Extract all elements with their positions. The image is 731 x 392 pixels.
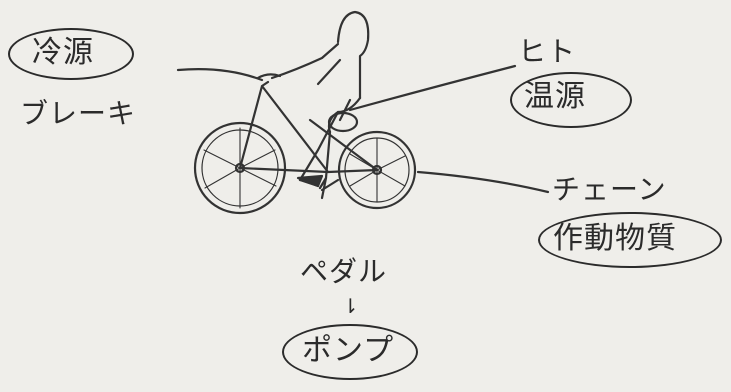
oval-pump — [282, 324, 418, 380]
front-wheel — [337, 130, 417, 210]
label-chain: チェーン — [552, 173, 667, 206]
rider-figure — [270, 10, 370, 190]
label-brake: ブレーキ — [20, 97, 137, 130]
pedal-foot — [296, 174, 324, 188]
label-pedal: ペダル — [300, 255, 388, 288]
arrow-pedal-to-pump: ⇂ — [342, 294, 360, 318]
oval-cold-source — [8, 28, 134, 80]
rear-wheel — [193, 121, 287, 215]
label-person: ヒト — [518, 35, 577, 68]
leader-line-person — [348, 64, 517, 112]
oval-working-substance — [538, 212, 722, 268]
leader-line-brake — [176, 68, 264, 82]
oval-heat-source — [510, 72, 632, 128]
leader-line-chain — [416, 170, 550, 194]
bicycle-frame — [238, 80, 379, 174]
